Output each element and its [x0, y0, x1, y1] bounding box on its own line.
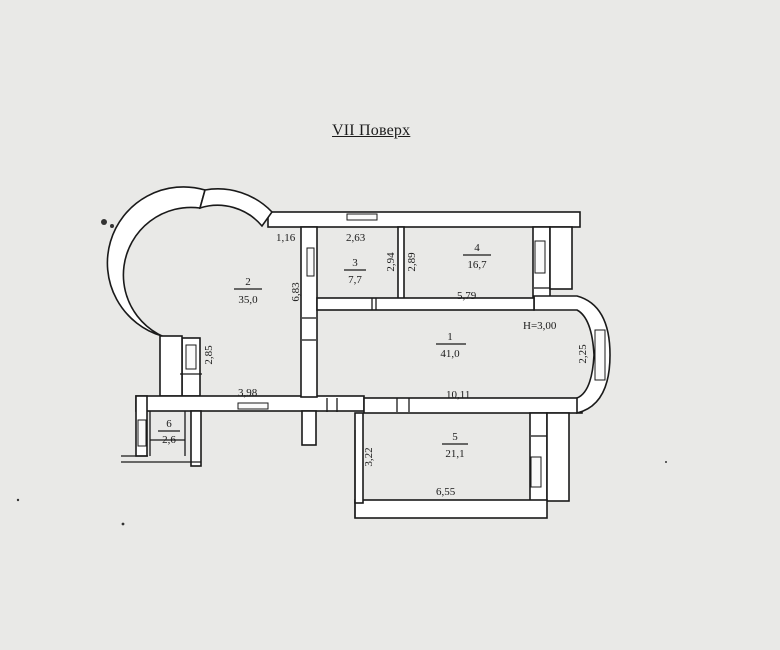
ink-speck [101, 219, 107, 225]
room-area: 41,0 [440, 348, 460, 360]
room-area: 2,6 [162, 434, 176, 446]
room-area: 21,1 [445, 448, 464, 460]
room-number: 6 [166, 418, 172, 430]
room-area: 16,7 [467, 259, 487, 271]
dimension: 1,16 [276, 232, 296, 244]
room-area: 35,0 [238, 294, 258, 306]
dimension: 2,89 [406, 252, 418, 272]
ink-speck [16, 498, 20, 502]
room-number: 2 [245, 276, 251, 288]
dimension: 6,55 [436, 486, 456, 498]
windows [137, 213, 606, 488]
room-labels: 1 41,0 2 35,0 3 7,7 4 16,7 5 21,1 6 2,6 … [158, 242, 557, 460]
room-number: 5 [452, 431, 458, 443]
dimension: 2,94 [385, 252, 397, 272]
room-area: 7,7 [348, 274, 362, 286]
dimension: 3,22 [363, 447, 375, 466]
dimension-labels: 1,16 2,63 5,79 3,98 10,11 6,55 6,83 2,94… [203, 232, 589, 498]
plan-title: VII Поверх [332, 122, 411, 139]
dimension: 3,98 [238, 387, 258, 399]
dimension: 10,11 [446, 389, 470, 401]
dimension: 2,25 [577, 344, 589, 364]
room-number: 1 [447, 331, 453, 343]
ceiling-height: H=3,00 [523, 320, 557, 332]
exterior-walls [106, 186, 611, 519]
dimension: 2,63 [346, 232, 366, 244]
ink-speck [665, 461, 667, 463]
dimension: 6,83 [290, 282, 302, 302]
dimension: 2,85 [203, 345, 215, 365]
door-marks [149, 287, 550, 456]
dimension: 5,79 [457, 290, 477, 302]
ink-speck [110, 224, 114, 228]
room-number: 3 [352, 257, 358, 269]
ink-speck [121, 522, 125, 526]
room-number: 4 [474, 242, 480, 254]
